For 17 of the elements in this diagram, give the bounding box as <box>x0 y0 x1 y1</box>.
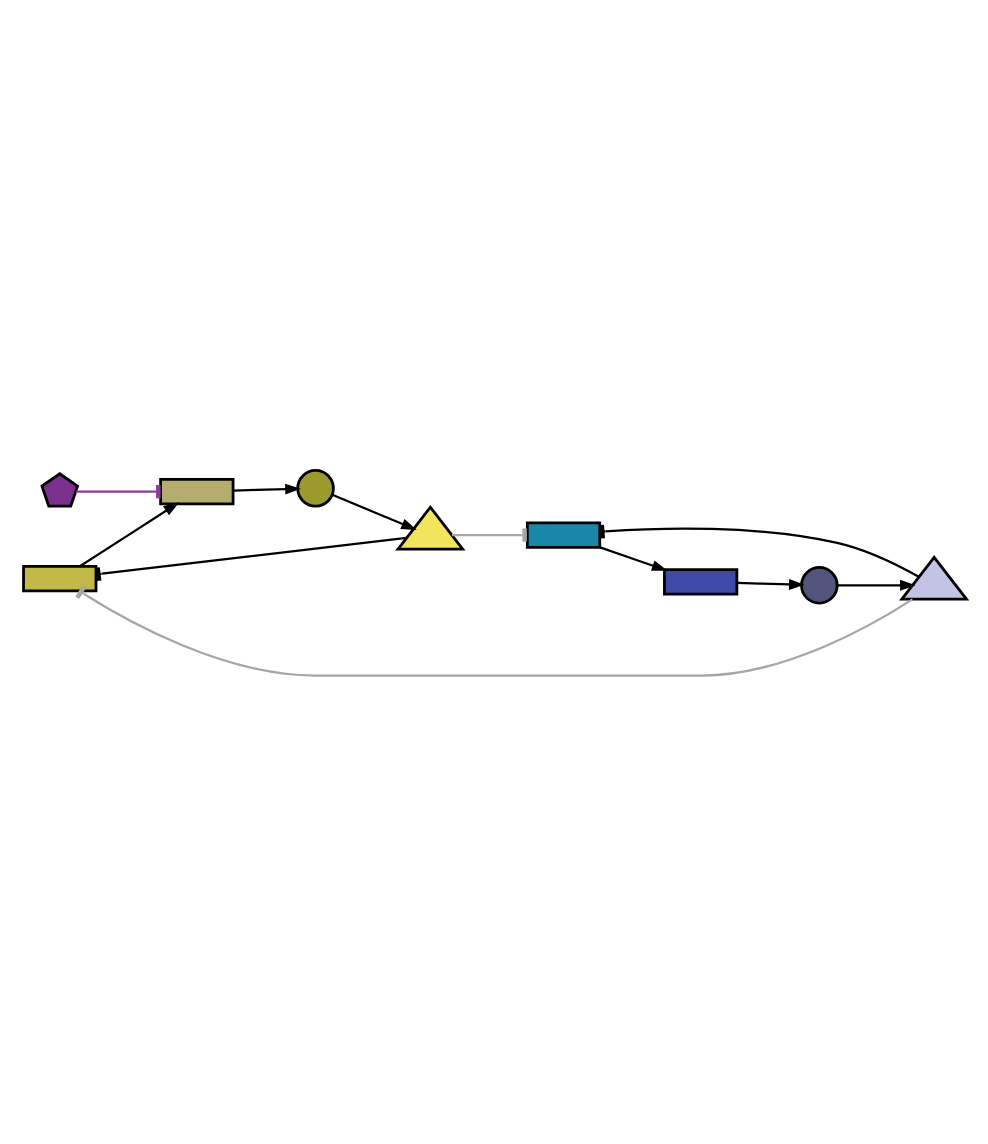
arrow <box>232 482 300 494</box>
arrow <box>836 578 915 590</box>
arrow <box>736 577 804 589</box>
node-pentagon <box>39 471 79 507</box>
node-box <box>662 567 738 595</box>
connector <box>74 584 912 676</box>
connector <box>74 483 160 498</box>
arrow <box>78 501 179 567</box>
connector <box>450 527 526 541</box>
node-circle <box>799 565 838 604</box>
node-circle <box>295 468 334 507</box>
node-triangle <box>394 503 465 550</box>
node-box <box>524 520 601 548</box>
connector <box>94 535 406 581</box>
node-box <box>158 477 234 505</box>
arrow <box>598 545 667 570</box>
arrow <box>330 492 416 529</box>
